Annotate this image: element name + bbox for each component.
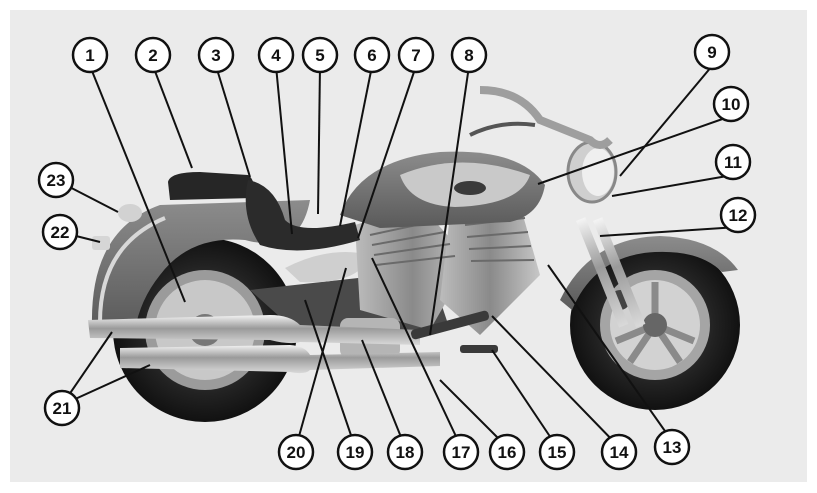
callout-4: 4 bbox=[259, 38, 293, 72]
svg-text:14: 14 bbox=[610, 443, 629, 462]
callout-17: 17 bbox=[444, 435, 478, 469]
svg-text:17: 17 bbox=[452, 443, 471, 462]
svg-text:20: 20 bbox=[287, 443, 306, 462]
callout-1: 1 bbox=[73, 38, 107, 72]
callout-12: 12 bbox=[721, 198, 755, 232]
svg-text:4: 4 bbox=[271, 46, 281, 65]
svg-text:5: 5 bbox=[315, 46, 324, 65]
svg-text:2: 2 bbox=[148, 46, 157, 65]
tail-light bbox=[92, 236, 110, 250]
headlight bbox=[568, 142, 616, 202]
callout-22: 22 bbox=[43, 215, 77, 249]
callout-15: 15 bbox=[540, 435, 574, 469]
callout-16: 16 bbox=[490, 435, 524, 469]
svg-text:7: 7 bbox=[411, 46, 420, 65]
callout-3: 3 bbox=[199, 38, 233, 72]
callout-18: 18 bbox=[388, 435, 422, 469]
handlebar bbox=[480, 90, 610, 145]
rear-turn-signal bbox=[118, 204, 142, 222]
callout-9: 9 bbox=[695, 35, 729, 69]
svg-text:11: 11 bbox=[724, 153, 742, 172]
svg-text:21: 21 bbox=[53, 399, 72, 418]
callout-10: 10 bbox=[714, 87, 748, 121]
callout-20: 20 bbox=[279, 435, 313, 469]
svg-text:9: 9 bbox=[707, 43, 716, 62]
callout-14: 14 bbox=[602, 435, 636, 469]
passenger-seat bbox=[168, 172, 254, 200]
svg-text:10: 10 bbox=[722, 95, 741, 114]
callout-7: 7 bbox=[399, 38, 433, 72]
svg-text:12: 12 bbox=[729, 206, 748, 225]
callout-8: 8 bbox=[452, 38, 486, 72]
svg-text:22: 22 bbox=[51, 223, 70, 242]
svg-text:8: 8 bbox=[464, 46, 473, 65]
callout-21: 21 bbox=[45, 391, 79, 425]
svg-text:6: 6 bbox=[367, 46, 376, 65]
svg-text:1: 1 bbox=[85, 46, 94, 65]
svg-text:18: 18 bbox=[396, 443, 415, 462]
svg-text:19: 19 bbox=[346, 443, 365, 462]
svg-text:16: 16 bbox=[498, 443, 517, 462]
svg-text:3: 3 bbox=[211, 46, 220, 65]
callout-13: 13 bbox=[655, 430, 689, 464]
svg-text:13: 13 bbox=[663, 438, 682, 457]
callout-6: 6 bbox=[355, 38, 389, 72]
callout-11: 11 bbox=[716, 145, 750, 179]
svg-text:23: 23 bbox=[47, 171, 66, 190]
svg-text:15: 15 bbox=[548, 443, 567, 462]
callout-5: 5 bbox=[303, 38, 337, 72]
callout-19: 19 bbox=[338, 435, 372, 469]
callout-2: 2 bbox=[136, 38, 170, 72]
callout-23: 23 bbox=[39, 163, 73, 197]
